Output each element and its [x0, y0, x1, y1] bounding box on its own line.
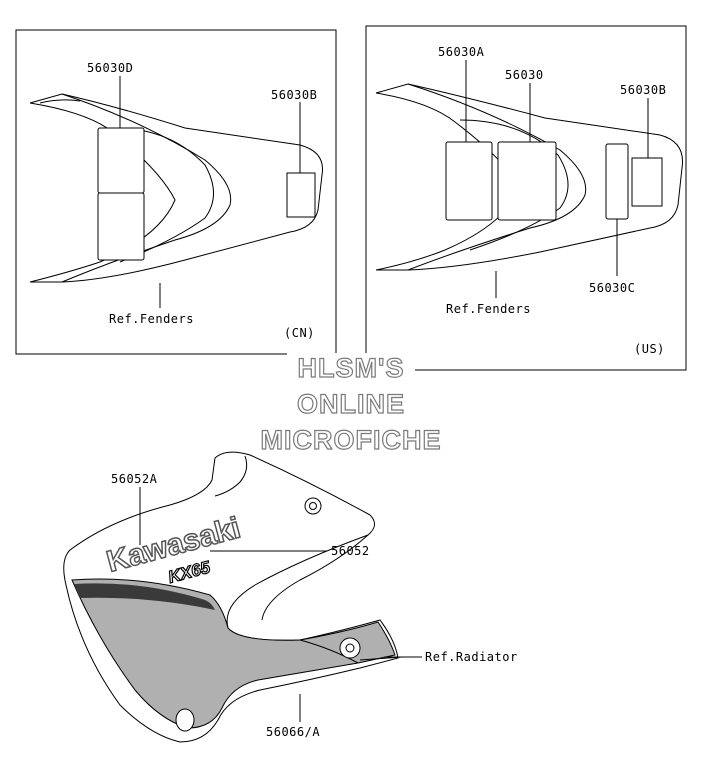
shroud-leader-ref-2 [359, 656, 403, 661]
shroud-part-56052A: 56052A [111, 472, 158, 486]
shroud-lower-fold [299, 639, 359, 664]
watermark-line-3: MICROFICHE [261, 425, 442, 455]
us-part-56030: 56030 [505, 68, 544, 82]
shroud-bolt-radiator-hole [345, 643, 355, 653]
cn-decal-upper [97, 127, 145, 194]
shroud-part-56052: 56052 [331, 544, 370, 558]
shroud-part-56066-A: 56066/A [266, 725, 320, 739]
cn-panel: 56030D 56030B Ref.Fenders (CN) [15, 29, 337, 355]
cn-part-56030B: 56030B [271, 88, 317, 102]
cn-ref-fenders-label: Ref.Fenders [109, 312, 194, 326]
watermark-line-1: HLSM'S [298, 353, 405, 383]
us-panel: 56030A 56030 56030B 56030C Ref.Fenders (… [365, 25, 687, 371]
shroud-inner-edge [261, 534, 369, 621]
us-ref-fenders-label: Ref.Fenders [446, 302, 531, 316]
shroud-bolt-lower [175, 708, 195, 732]
shroud-dark-stripe [74, 583, 215, 610]
us-decal-a [445, 141, 493, 221]
cn-rear-fender [29, 93, 324, 283]
us-decal-c [605, 143, 629, 220]
shroud-ref-radiator-label: Ref.Radiator [425, 650, 518, 664]
cn-decal-side [286, 172, 316, 218]
cn-panel-frame [15, 29, 337, 355]
watermark: HLSM'S ONLINE MICROFICHE [260, 352, 442, 455]
watermark-bg-1 [287, 353, 415, 381]
us-part-56030A: 56030A [438, 45, 485, 59]
us-part-56030B: 56030B [620, 83, 666, 97]
us-part-56030C: 56030C [589, 281, 635, 295]
radiator-shroud: Kawasaki KX65 56052A 56052 Ref.Radiator … [63, 451, 518, 743]
shroud-top-fold [214, 455, 248, 497]
watermark-line-2: ONLINE [297, 389, 405, 419]
shroud-bolt-upper-hole [309, 502, 317, 510]
cn-decal-lower [97, 192, 145, 261]
us-region-label: (US) [634, 342, 665, 356]
us-decal-b [631, 157, 663, 207]
cn-part-56030D: 56030D [87, 61, 133, 75]
us-decal-main [497, 141, 557, 221]
cn-region-label: (CN) [284, 326, 315, 340]
